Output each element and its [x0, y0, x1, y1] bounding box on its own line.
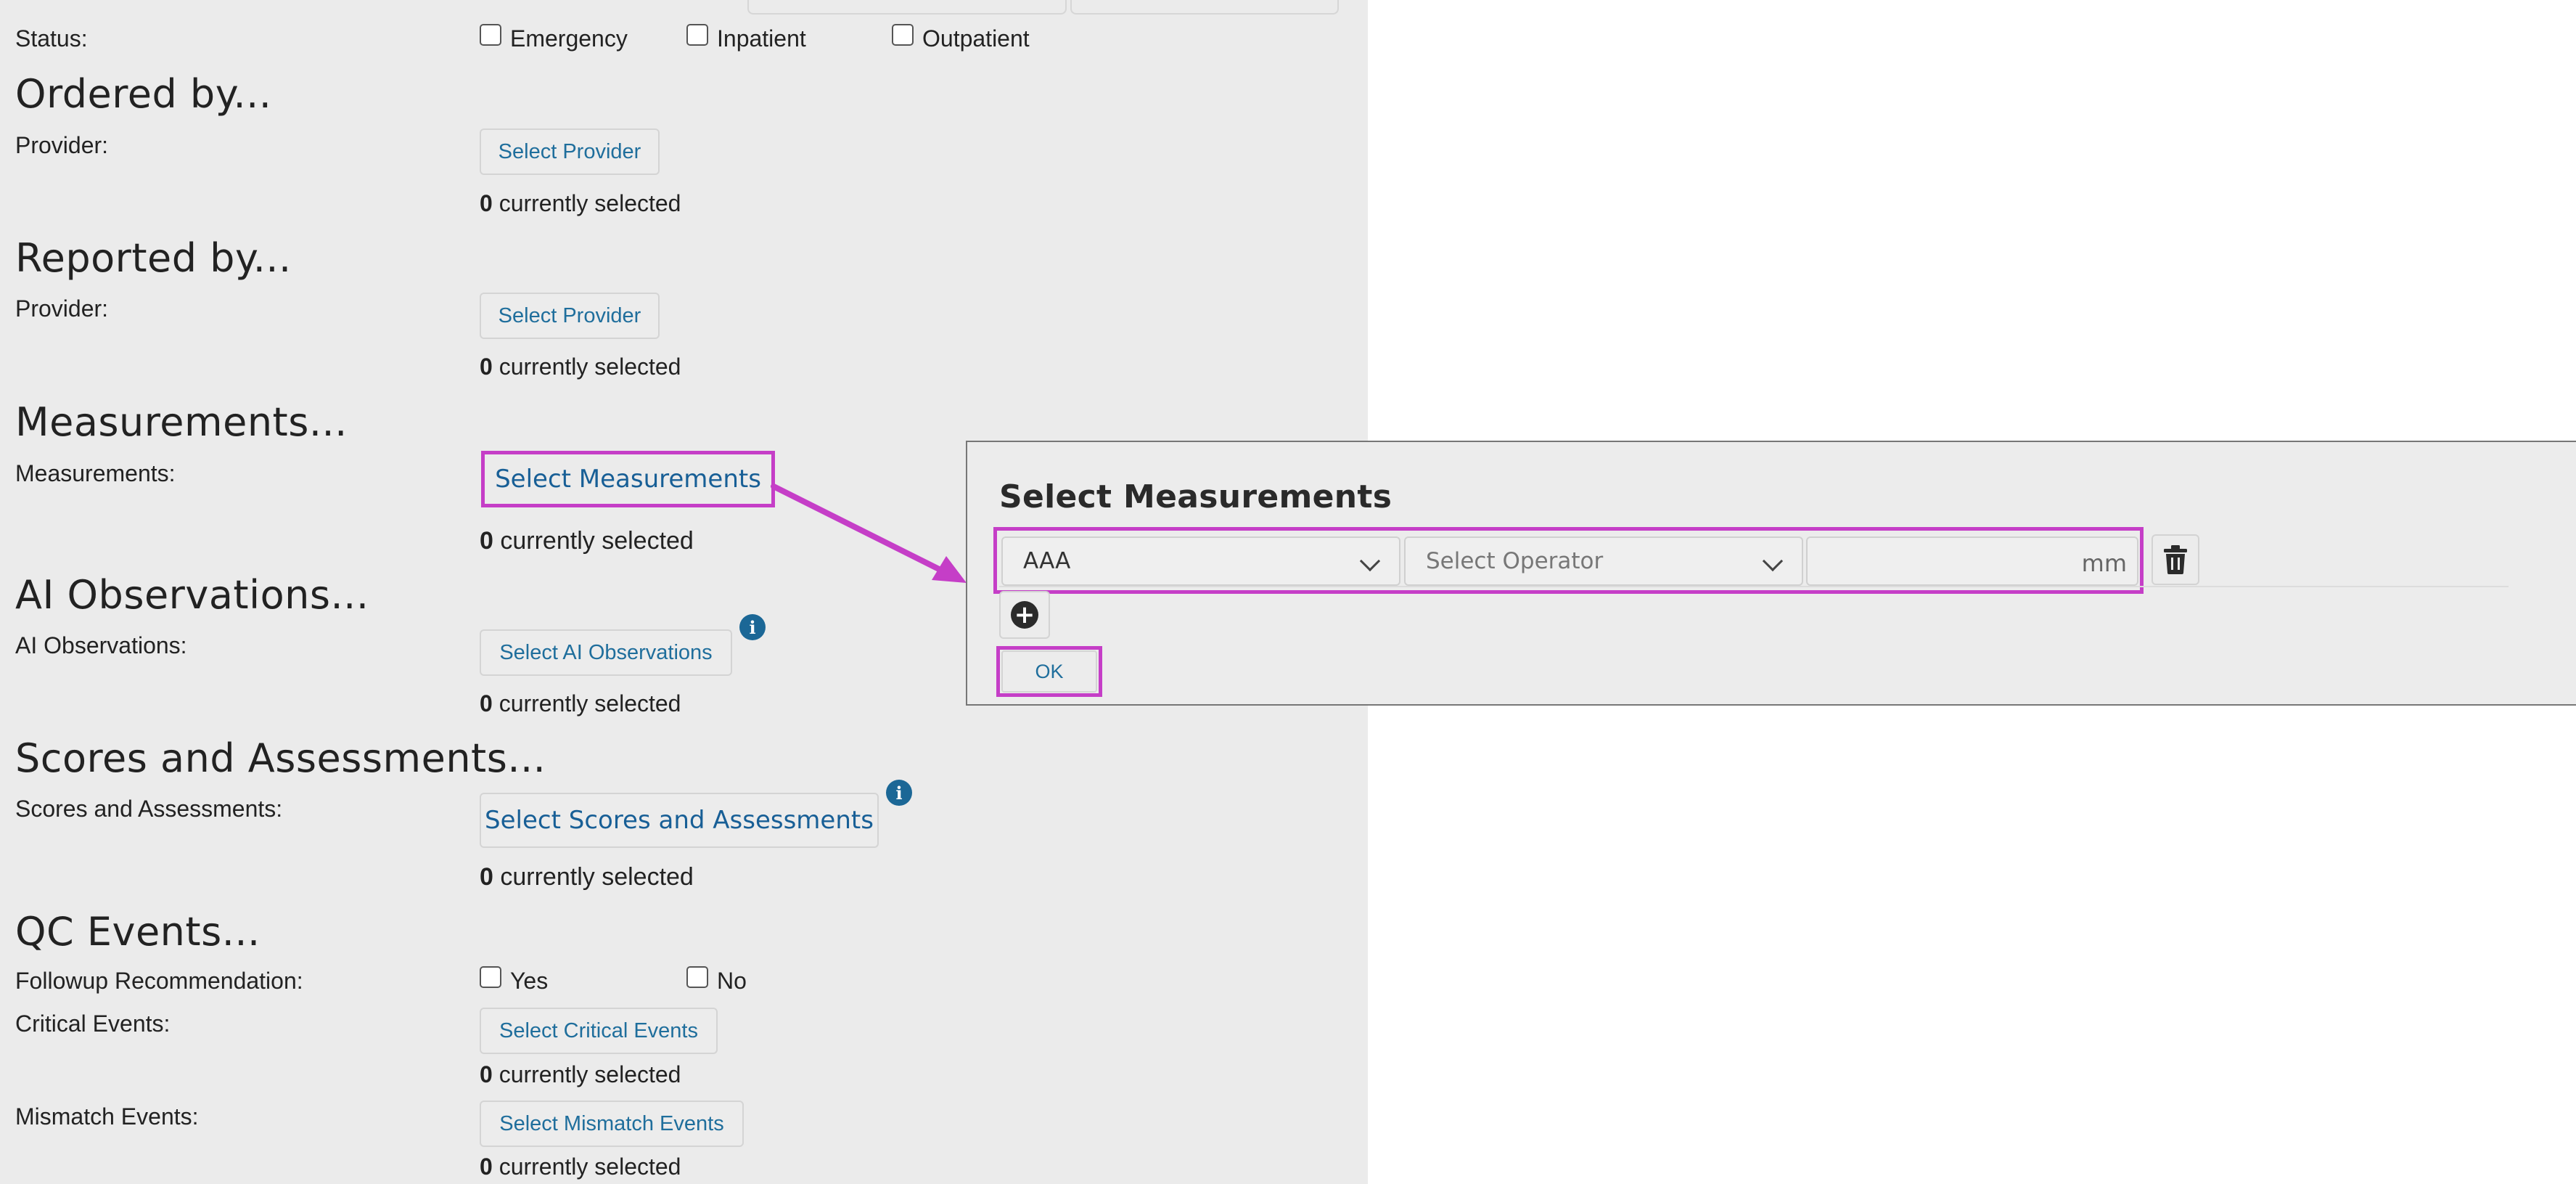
count-suffix: currently selected: [500, 863, 694, 891]
count-suffix: currently selected: [499, 1061, 681, 1087]
info-icon[interactable]: i: [886, 780, 912, 806]
select-measurements-dialog: Select Measurements AAA Select Operator …: [966, 441, 2576, 706]
scores-label: Scores and Assessments:: [15, 796, 283, 822]
count-suffix: currently selected: [499, 690, 681, 716]
checkbox-icon[interactable]: [686, 24, 708, 46]
info-icon[interactable]: i: [739, 614, 766, 640]
status-option-label: Outpatient: [922, 25, 1030, 52]
scores-heading: Scores and Assessments...: [15, 735, 546, 781]
measurement-row-highlight: [993, 527, 2144, 594]
count-suffix: currently selected: [499, 1154, 681, 1180]
followup-no-option[interactable]: No: [686, 966, 747, 995]
select-ai-observations-button[interactable]: Select AI Observations: [480, 629, 732, 676]
checkbox-icon[interactable]: [480, 966, 501, 988]
scores-count: 0 currently selected: [480, 862, 694, 891]
followup-label: Followup Recommendation:: [15, 968, 303, 994]
count-value: 0: [480, 690, 493, 716]
measurements-label: Measurements:: [15, 460, 176, 486]
reported-by-heading: Reported by...: [15, 235, 292, 281]
measurement-value-input[interactable]: mm: [1806, 536, 2138, 586]
select-mismatch-events-button[interactable]: Select Mismatch Events: [480, 1101, 744, 1147]
ordered-by-provider-label: Provider:: [15, 132, 109, 158]
count-value: 0: [480, 527, 493, 555]
ai-observations-label: AI Observations:: [15, 632, 187, 658]
plus-circle-icon: +: [1011, 601, 1038, 629]
qc-events-heading: QC Events...: [15, 909, 261, 955]
checkbox-icon[interactable]: [480, 24, 501, 46]
operator-placeholder: Select Operator: [1426, 548, 1604, 574]
count-value: 0: [480, 1061, 493, 1087]
dialog-title: Select Measurements: [999, 478, 1392, 515]
top-field-edge: [747, 0, 1067, 15]
reported-by-select-provider-button[interactable]: Select Provider: [480, 293, 660, 339]
count-suffix: currently selected: [500, 527, 694, 555]
count-value: 0: [480, 190, 493, 216]
followup-option-label: Yes: [510, 968, 549, 994]
ok-button-highlight: [996, 646, 1102, 697]
row-divider: [999, 586, 2509, 587]
checkbox-icon[interactable]: [686, 966, 708, 988]
add-row-button[interactable]: +: [999, 591, 1050, 639]
ai-observations-count: 0 currently selected: [480, 689, 681, 718]
select-critical-events-button[interactable]: Select Critical Events: [480, 1008, 718, 1054]
status-inpatient-option[interactable]: Inpatient: [686, 24, 806, 53]
followup-yes-option[interactable]: Yes: [480, 966, 548, 995]
ordered-by-heading: Ordered by...: [15, 71, 272, 117]
count-suffix: currently selected: [499, 190, 681, 216]
arrow-annotation: [771, 483, 967, 583]
status-option-label: Emergency: [510, 25, 628, 52]
count-suffix: currently selected: [499, 354, 681, 380]
mismatch-events-label: Mismatch Events:: [15, 1103, 199, 1130]
followup-option-label: No: [717, 968, 747, 994]
status-outpatient-option[interactable]: Outpatient: [892, 24, 1030, 53]
mismatch-events-count: 0 currently selected: [480, 1152, 681, 1181]
count-value: 0: [480, 1154, 493, 1180]
reported-by-provider-label: Provider:: [15, 295, 109, 322]
top-field-edge: [1070, 0, 1339, 15]
status-option-label: Inpatient: [717, 25, 806, 52]
ordered-by-count: 0 currently selected: [480, 189, 681, 218]
critical-events-count: 0 currently selected: [480, 1060, 681, 1089]
trash-icon: [2164, 545, 2187, 574]
ordered-by-select-provider-button[interactable]: Select Provider: [480, 128, 660, 175]
reported-by-count: 0 currently selected: [480, 352, 681, 381]
unit-label: mm: [2081, 550, 2127, 577]
ai-observations-heading: AI Observations...: [15, 572, 369, 618]
measurement-type-dropdown[interactable]: AAA: [1001, 536, 1400, 586]
select-scores-button[interactable]: Select Scores and Assessments: [480, 793, 879, 848]
ok-button[interactable]: OK: [1001, 650, 1097, 693]
measurements-count: 0 currently selected: [480, 526, 694, 555]
checkbox-icon[interactable]: [892, 24, 914, 46]
measurements-heading: Measurements...: [15, 399, 348, 445]
status-label: Status:: [15, 25, 88, 52]
count-value: 0: [480, 354, 493, 380]
select-measurements-button[interactable]: Select Measurements: [495, 465, 761, 494]
critical-events-label: Critical Events:: [15, 1011, 171, 1037]
select-measurements-highlight: [481, 451, 775, 507]
operator-dropdown[interactable]: Select Operator: [1404, 536, 1803, 586]
status-emergency-option[interactable]: Emergency: [480, 24, 628, 53]
count-value: 0: [480, 863, 493, 891]
delete-row-button[interactable]: [2152, 534, 2199, 585]
measurement-type-value: AAA: [1023, 548, 1071, 574]
